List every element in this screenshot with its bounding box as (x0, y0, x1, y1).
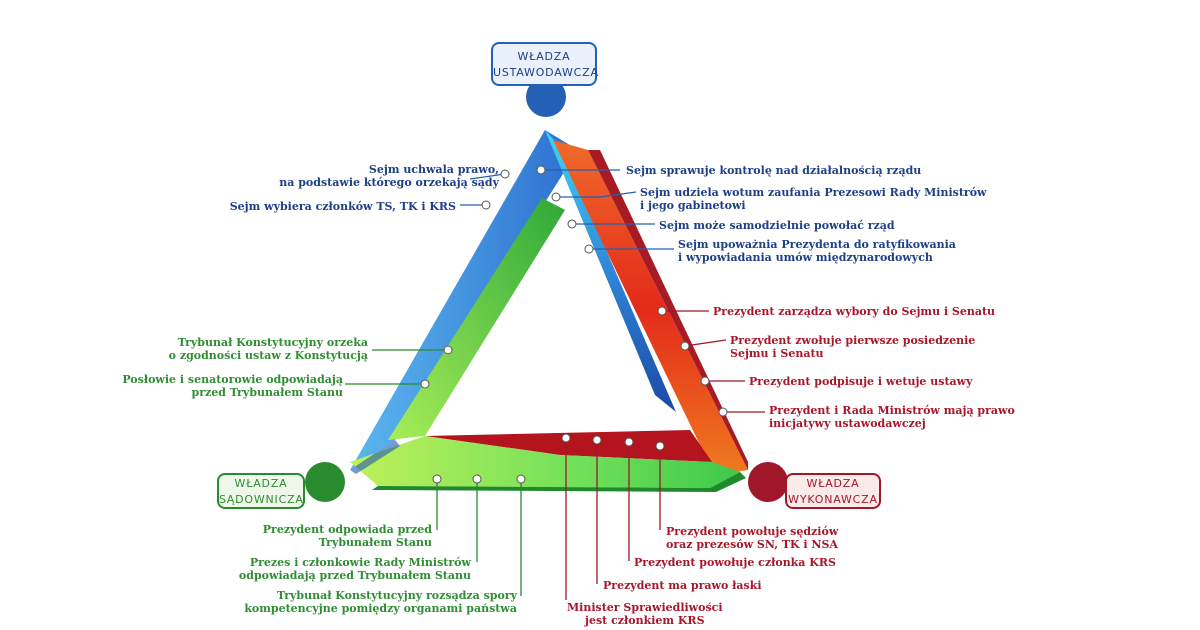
label-tk-orzeka: Trybunał Konstytucyjny orzeka o zgodnośc… (168, 336, 368, 362)
label-sejm-moze-powolac-rzad: Sejm może samodzielnie powołać rząd (659, 219, 895, 232)
dot-red-right-1 (657, 306, 667, 316)
dot-green-bottom-2 (472, 474, 482, 484)
label-sejm-uchwala-prawo: Sejm uchwala prawo, na podstawie którego… (279, 163, 499, 189)
dot-red-right-3 (700, 376, 710, 386)
blue-left-bar (350, 130, 578, 470)
connector-dots (420, 165, 728, 484)
dot-green-left-2 (420, 379, 430, 389)
connector-red-right-2 (684, 339, 727, 347)
executive-line1: WŁADZA (806, 477, 860, 490)
legislative-line1: WŁADZA (517, 50, 571, 63)
label-prezydent-odpowiada: Prezydent odpowiada przed Trybunałem Sta… (262, 523, 432, 549)
label-prezydent-powoluje-czlonka-krs: Prezydent powołuje członka KRS (634, 556, 836, 569)
legislative-line2: USTAWODAWCZA (493, 66, 599, 79)
dot-red-right-4 (718, 407, 728, 417)
legislative-node (526, 77, 566, 117)
judicial-line2: SĄDOWNICZA (219, 493, 304, 506)
label-prezydent-podpisuje-ustawy: Prezydent podpisuje i wetuje ustawy (749, 375, 973, 388)
label-poslowie-odpowiadaja: Posłowie i senatorowie odpowiadają przed… (122, 373, 343, 399)
judicial-node (305, 462, 345, 502)
green-bottom-bar (350, 436, 740, 488)
dot-blue-left-2 (481, 200, 491, 210)
dot-green-bottom-3 (516, 474, 526, 484)
label-prezydent-prawo-laski: Prezydent ma prawo łaski (603, 579, 762, 592)
executive-line2: WYKONAWCZA (788, 493, 878, 506)
red-right-shadow (588, 150, 748, 470)
label-tk-rozsadza-spory: Trybunał Konstytucyjny rozsądza spory ko… (244, 589, 517, 615)
dot-red-bottom-1 (655, 441, 665, 451)
label-minister-sprawiedliwosci: Minister Sprawiedliwości jest członkiem … (567, 601, 723, 627)
judicial-line1: WŁADZA (234, 477, 288, 490)
label-sejm-sprawuje-kontrole: Sejm sprawuje kontrolę nad działalnością… (626, 164, 922, 177)
legislative-box: WŁADZA USTAWODAWCZA (491, 42, 599, 86)
label-prezydent-powoluje-sedziow: Prezydent powołuje sędziów oraz prezesów… (666, 525, 839, 551)
connector-lines (345, 169, 765, 600)
dot-green-left-1 (443, 345, 453, 355)
judicial-box: WŁADZA SĄDOWNICZA (217, 473, 305, 509)
dot-blue-right-4 (584, 244, 594, 254)
label-sejm-udziela-wotum: Sejm udziela wotum zaufania Prezesowi Ra… (640, 186, 987, 212)
dot-red-bottom-2 (624, 437, 634, 447)
red-bottom-strip (425, 430, 712, 462)
dot-red-bottom-3 (592, 435, 602, 445)
connector-blue-right-2 (556, 191, 637, 198)
dot-red-right-2 (680, 341, 690, 351)
label-inicjatywa-ustawodawcza: Prezydent i Rada Ministrów mają prawo in… (769, 404, 1015, 430)
label-prezydent-zwoluje-posiedzenie: Prezydent zwołuje pierwsze posiedzenie S… (730, 334, 976, 360)
dot-blue-left-1 (500, 169, 510, 179)
dot-red-bottom-4 (561, 433, 571, 443)
blue-right-strip (545, 130, 676, 412)
blue-left-edge (350, 440, 400, 474)
dot-blue-right-2 (551, 192, 561, 202)
label-prezydent-zarzadza-wybory: Prezydent zarządza wybory do Sejmu i Sen… (713, 305, 996, 318)
green-bottom-shadow (372, 472, 746, 492)
label-sejm-upowaznia-prezydenta: Sejm upoważnia Prezydenta do ratyfikowan… (678, 238, 956, 264)
dot-blue-right-3 (567, 219, 577, 229)
label-sejm-wybiera-czlonkow: Sejm wybiera członków TS, TK i KRS (229, 200, 456, 213)
dot-green-bottom-1 (432, 474, 442, 484)
executive-box: WŁADZA WYKONAWCZA (785, 473, 881, 509)
dot-blue-right-1 (536, 165, 546, 175)
executive-node (748, 462, 788, 502)
connector-blue-left-1 (469, 173, 506, 180)
green-left-bar (388, 198, 565, 440)
label-prezes-rady-ministrow: Prezes i członkowie Rady Ministrów odpow… (238, 556, 471, 582)
